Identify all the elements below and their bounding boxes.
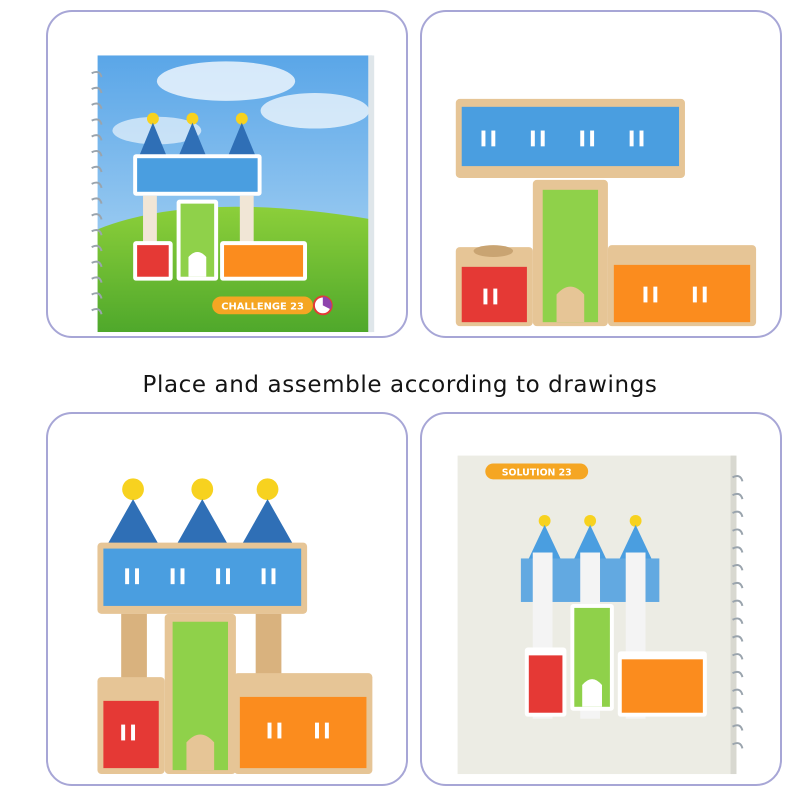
solution-book-panel: SOLUTION 23 <box>420 412 782 786</box>
solution-book-image: SOLUTION 23 <box>457 455 744 775</box>
solution-label: SOLUTION 23 <box>502 467 572 478</box>
green-tower-block <box>164 613 236 775</box>
spiral-binding <box>732 475 744 749</box>
partial-build-image <box>455 98 757 327</box>
completed-castle-image <box>97 478 373 775</box>
wooden-pillars <box>121 613 282 680</box>
challenge-label-pill <box>212 296 313 315</box>
challenge-book-image: CHALLENGE 23 <box>91 55 375 333</box>
red-block <box>97 677 165 775</box>
castle-drawing <box>133 112 308 281</box>
castle-cones <box>107 478 294 545</box>
red-block <box>455 245 533 327</box>
orange-block <box>233 673 373 775</box>
blue-wall-block <box>455 98 685 178</box>
solution-castle-drawing <box>520 514 707 719</box>
blue-wall-block <box>97 542 308 614</box>
solution-label-pill <box>485 463 589 480</box>
challenge-book-panel: CHALLENGE 23 <box>46 10 408 338</box>
instruction-caption: Place and assemble according to drawings <box>142 372 658 398</box>
challenge-label: CHALLENGE 23 <box>221 301 304 312</box>
partial-build-panel <box>420 10 782 338</box>
orange-block <box>607 245 757 327</box>
spiral-binding <box>91 70 103 315</box>
green-tower-block <box>532 179 608 327</box>
completed-build-panel <box>46 412 408 786</box>
